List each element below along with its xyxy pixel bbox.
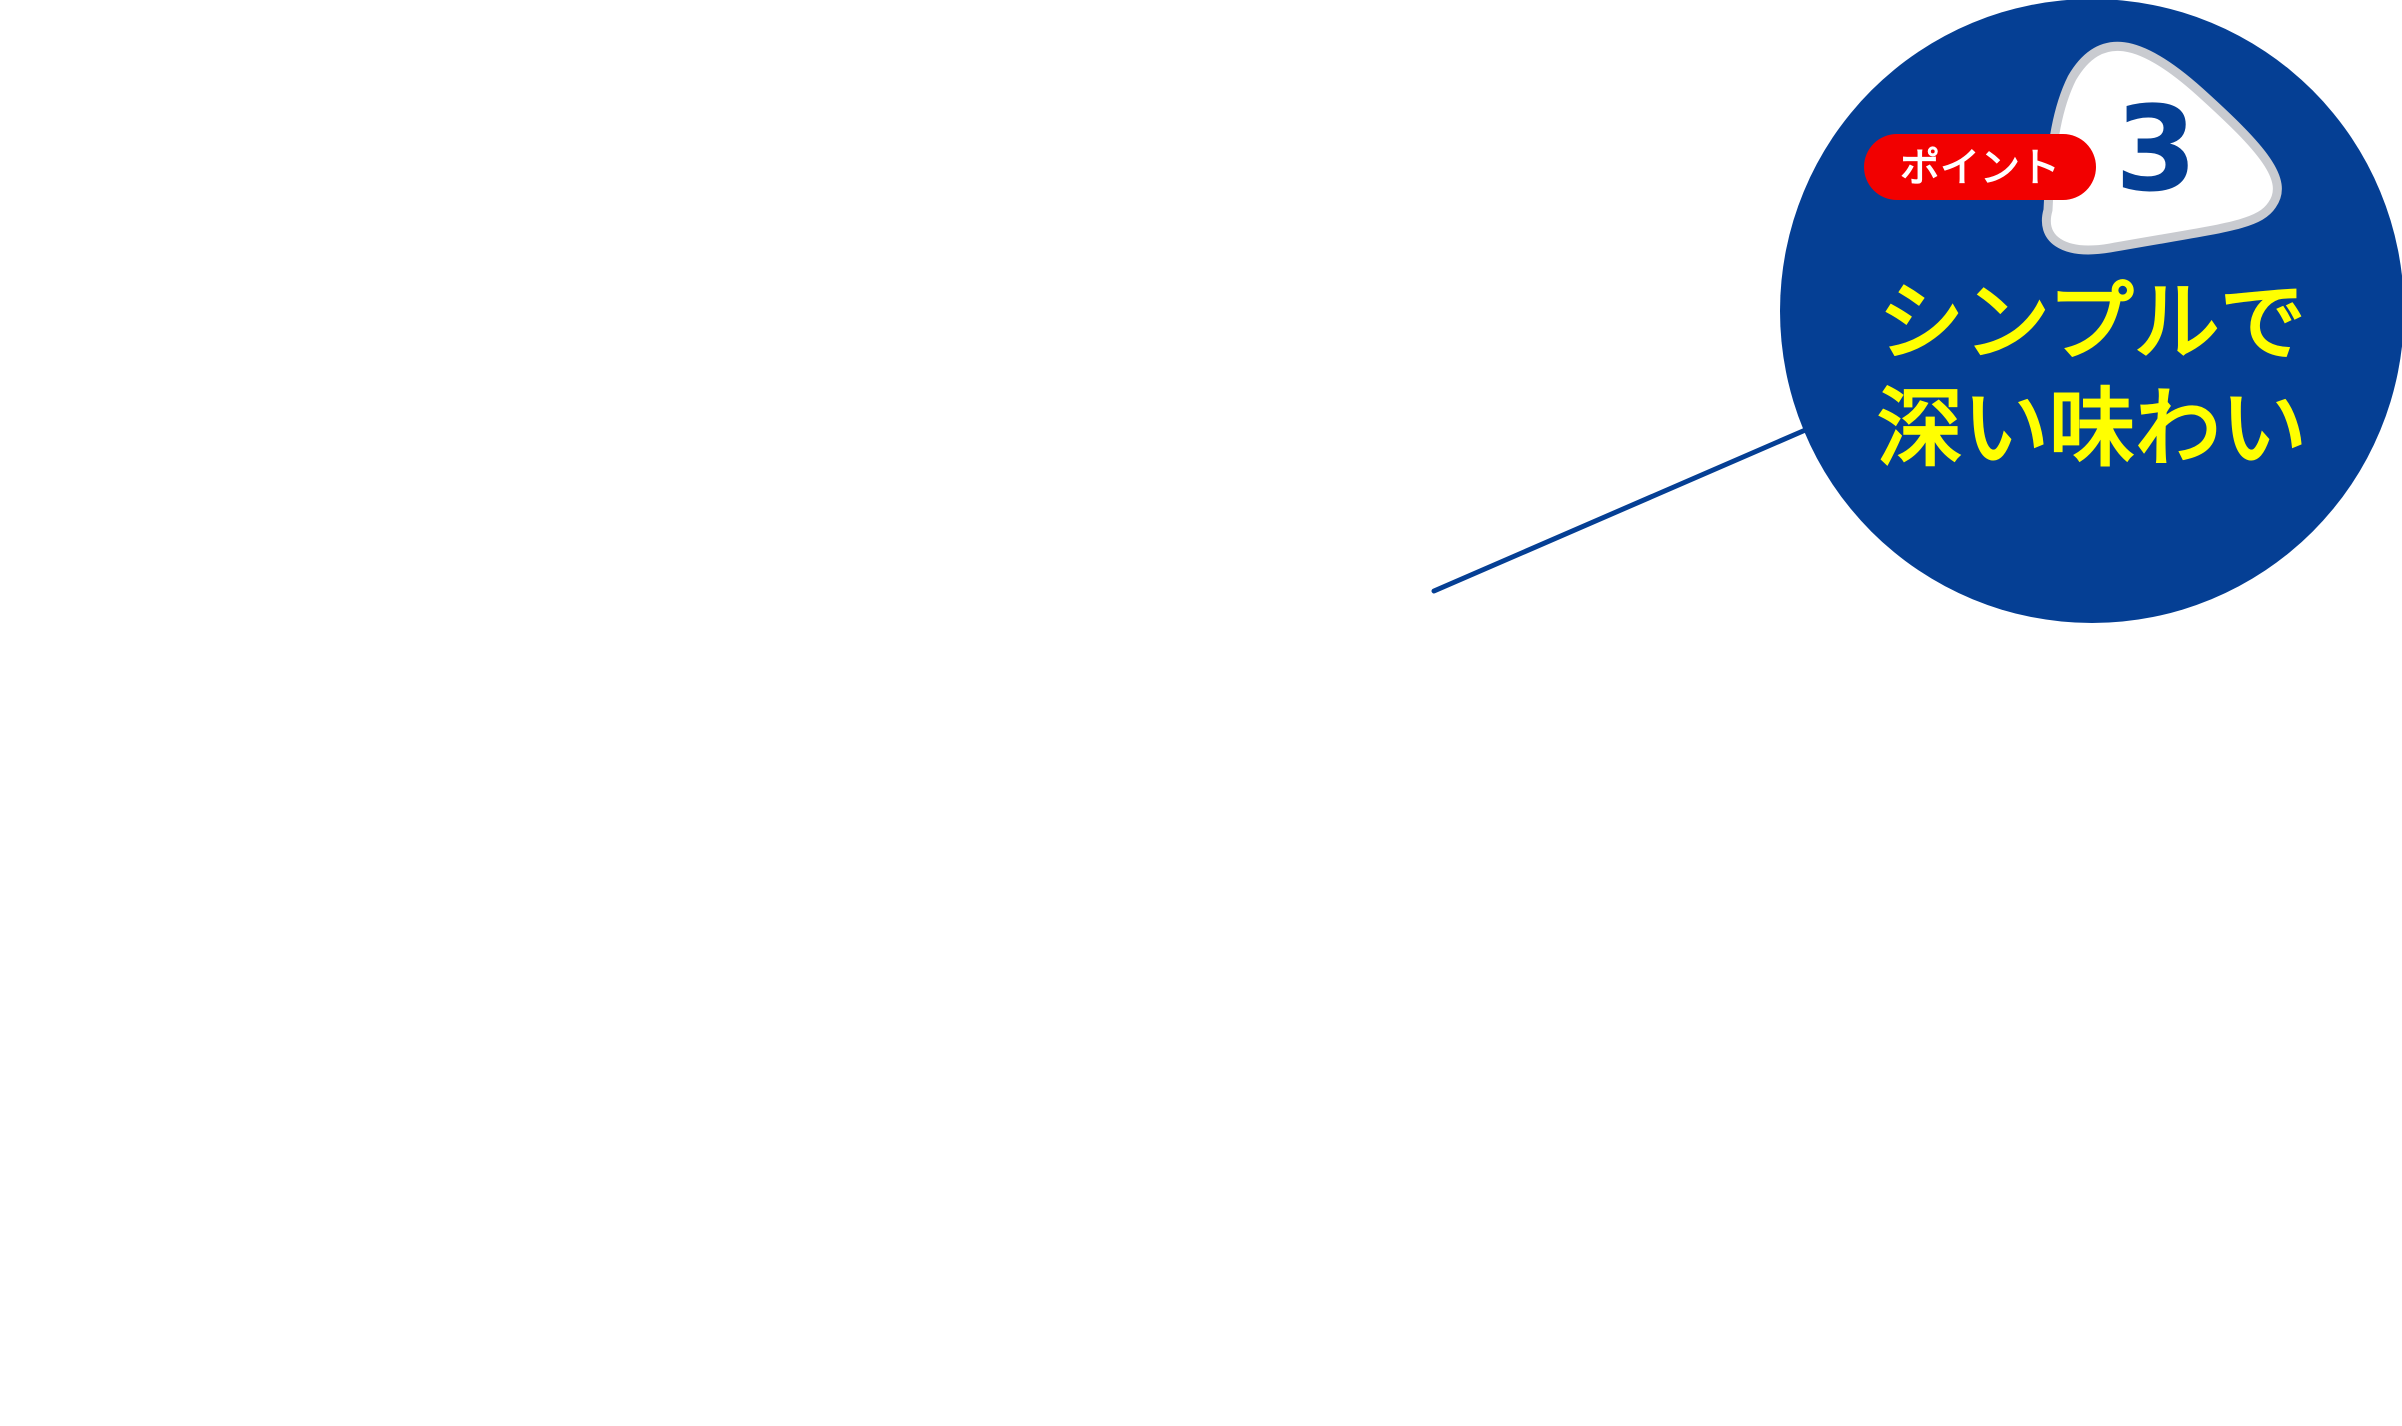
point-label-pill — [1864, 134, 2096, 200]
leader-line — [1431, 425, 1813, 594]
point-number: 3 — [2115, 80, 2197, 218]
headline-line-2: 深い味わい — [1877, 379, 2307, 479]
point-label-text: ポイント — [1900, 145, 2060, 191]
headline-line-1: シンプルで — [1878, 273, 2305, 373]
number-plate-shape — [2042, 41, 2282, 255]
